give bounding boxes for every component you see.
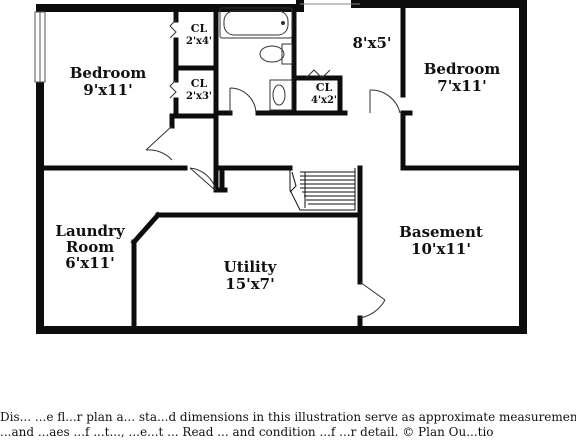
- bathtub: [219, 7, 293, 39]
- disclaimer-line-2: ...and ...aes ...f ...t..., ...e...t ...…: [0, 425, 494, 439]
- laundry-size: 6'x11': [65, 254, 114, 272]
- toilet: [259, 43, 293, 65]
- bedroom-right-name: Bedroom: [424, 60, 501, 78]
- closet-mid-name: CL: [191, 77, 208, 90]
- hall-size: 8'x5': [352, 34, 391, 52]
- sink: [269, 79, 293, 111]
- interior-walls: [37, 5, 526, 333]
- bedroom-left-size: 9'x11': [83, 81, 132, 99]
- laundry-name-line2: Room: [66, 238, 114, 256]
- basement-size: 10'x11': [411, 240, 471, 258]
- closet-top-size: 2'x4': [186, 36, 212, 47]
- closet-bath-size: 4'x2': [311, 95, 337, 106]
- basement-name: Basement: [399, 223, 483, 241]
- disclaimer: Dis... ...e fl...r plan a... sta...d dim…: [0, 410, 576, 440]
- laundry-name-line1: Laundry: [55, 222, 125, 240]
- window-left: [34, 11, 46, 83]
- stairs: [289, 168, 356, 211]
- disclaimer-line-1: Dis... ...e fl...r plan a... sta...d dim…: [0, 410, 576, 424]
- utility-name: Utility: [224, 258, 278, 276]
- utility-size: 15'x7': [225, 275, 274, 293]
- closet-mid-size: 2'x3': [186, 91, 212, 102]
- bedroom-left-name: Bedroom: [70, 64, 147, 82]
- closet-top-name: CL: [191, 22, 208, 35]
- closet-bath-name: CL: [316, 81, 333, 94]
- bedroom-right-size: 7'x11': [437, 77, 486, 95]
- room-labels: Bedroom 9'x11' CL 2'x4' CL 2'x3' 8'x5' B…: [55, 22, 500, 293]
- doors: [145, 19, 401, 319]
